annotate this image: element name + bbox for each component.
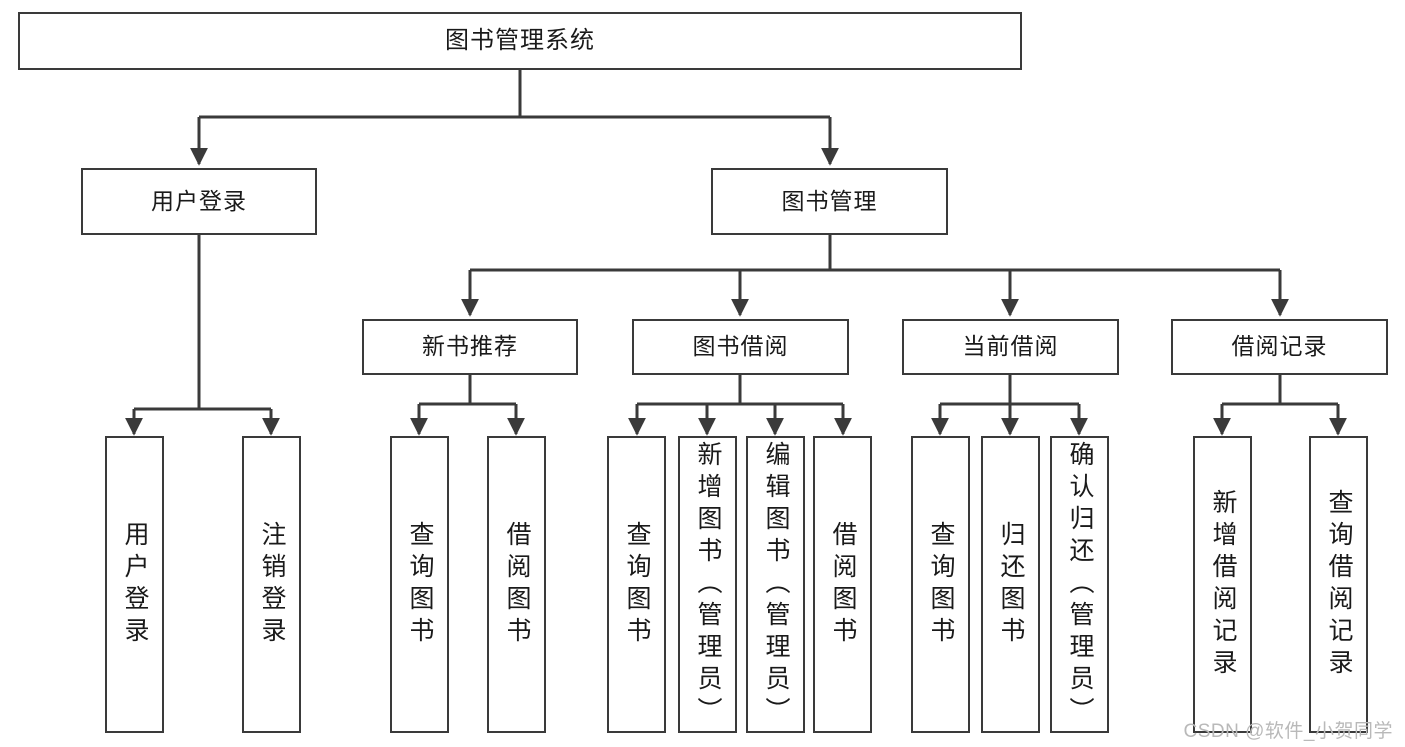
node-label: 借阅图书 <box>829 520 857 649</box>
node-borrow-record[interactable]: 借阅记录 <box>1171 319 1388 375</box>
node-label: 用户登录 <box>151 187 247 214</box>
node-label: 图书管理 <box>781 187 878 214</box>
node-current-borrow[interactable]: 当前借阅 <box>902 319 1119 375</box>
node-leaf-logout-login[interactable]: 注销登录 <box>242 436 301 733</box>
node-leaf-query-record[interactable]: 查询借阅记录 <box>1309 436 1368 733</box>
node-label: 确认归还（管理员） <box>1066 440 1094 729</box>
node-leaf-return-book[interactable]: 归还图书 <box>981 436 1040 733</box>
node-label: 借阅图书 <box>503 520 531 649</box>
node-label: 查询图书 <box>406 520 434 649</box>
node-leaf-user-login[interactable]: 用户登录 <box>105 436 164 733</box>
node-root-system[interactable]: 图书管理系统 <box>18 12 1022 70</box>
node-label: 图书管理系统 <box>445 26 595 54</box>
node-leaf-borrow-book-1[interactable]: 借阅图书 <box>487 436 546 733</box>
node-label: 查询图书 <box>927 520 955 649</box>
node-label: 借阅记录 <box>1231 333 1328 360</box>
node-label: 用户登录 <box>121 520 149 649</box>
node-leaf-confirm-return[interactable]: 确认归还（管理员） <box>1050 436 1109 733</box>
node-book-borrow[interactable]: 图书借阅 <box>632 319 849 375</box>
node-leaf-query-book-1[interactable]: 查询图书 <box>390 436 449 733</box>
node-label: 编辑图书（管理员） <box>762 440 790 729</box>
node-user-login[interactable]: 用户登录 <box>81 168 317 235</box>
node-label: 当前借阅 <box>962 333 1059 360</box>
node-label: 图书借阅 <box>692 333 789 360</box>
node-leaf-add-record[interactable]: 新增借阅记录 <box>1193 436 1252 733</box>
node-label: 注销登录 <box>258 520 286 649</box>
node-label: 查询借阅记录 <box>1325 488 1353 681</box>
node-leaf-query-book-2[interactable]: 查询图书 <box>607 436 666 733</box>
node-leaf-borrow-book-2[interactable]: 借阅图书 <box>813 436 872 733</box>
node-label: 新增图书（管理员） <box>694 440 722 729</box>
node-leaf-add-book[interactable]: 新增图书（管理员） <box>678 436 737 733</box>
node-new-book-recommend[interactable]: 新书推荐 <box>362 319 578 375</box>
node-label: 归还图书 <box>997 520 1025 649</box>
node-book-manage[interactable]: 图书管理 <box>711 168 948 235</box>
node-label: 新增借阅记录 <box>1209 488 1237 681</box>
node-leaf-edit-book[interactable]: 编辑图书（管理员） <box>746 436 805 733</box>
node-leaf-query-book-3[interactable]: 查询图书 <box>911 436 970 733</box>
node-label: 查询图书 <box>623 520 651 649</box>
node-label: 新书推荐 <box>422 333 518 360</box>
